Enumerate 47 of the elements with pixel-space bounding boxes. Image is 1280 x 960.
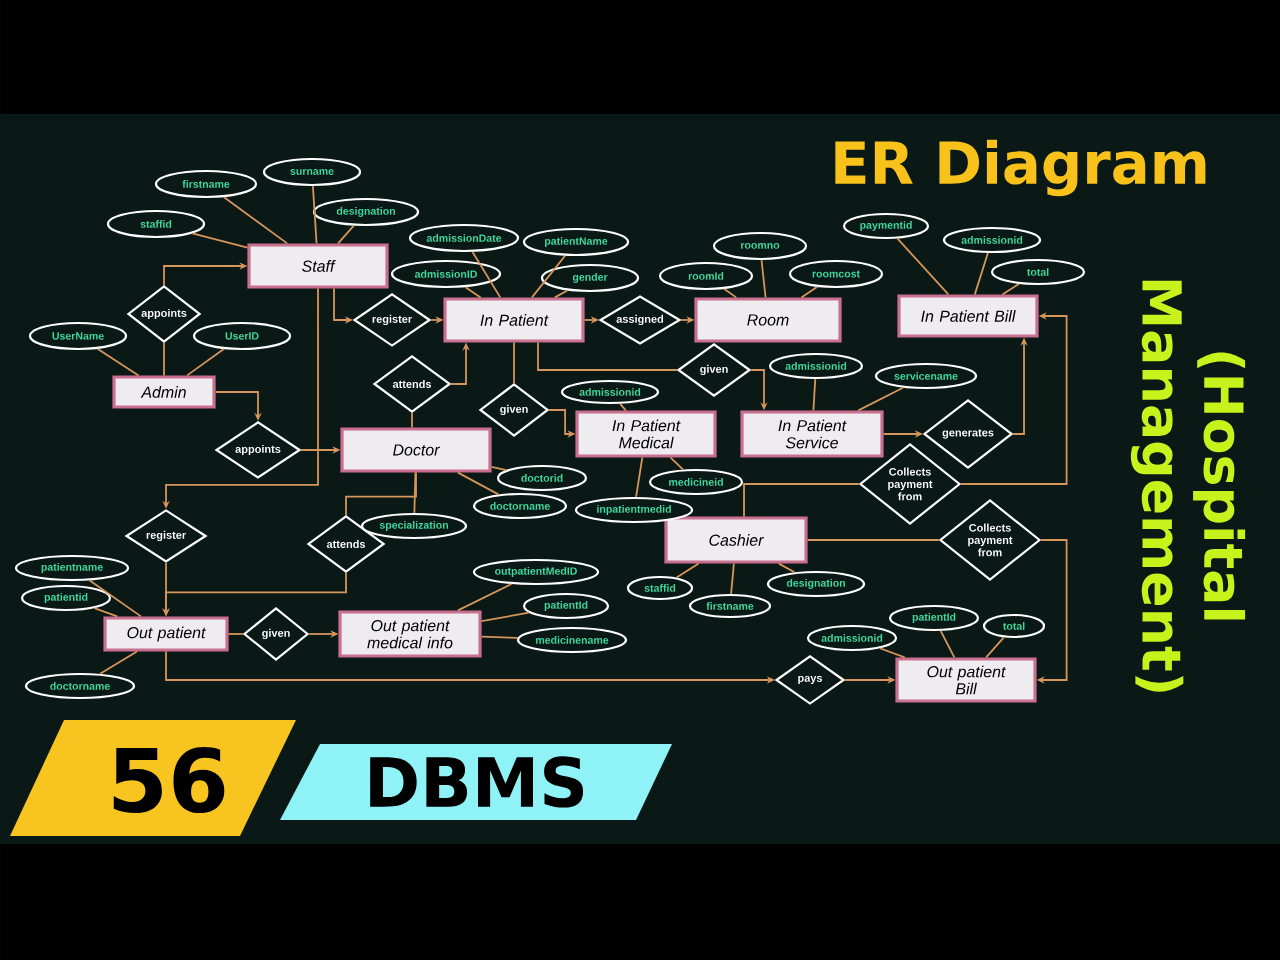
number-banner: 56 bbox=[10, 720, 296, 836]
connector-line bbox=[723, 288, 738, 299]
connector-line bbox=[778, 562, 796, 574]
connector-line bbox=[413, 471, 417, 514]
connector-line bbox=[531, 254, 566, 299]
connector-line bbox=[879, 647, 906, 659]
connector-line bbox=[93, 607, 119, 618]
connector-line bbox=[457, 471, 500, 496]
connector-line bbox=[186, 348, 225, 377]
connector-line bbox=[513, 341, 515, 384]
connector-line bbox=[669, 456, 684, 471]
connector-line bbox=[223, 196, 289, 245]
connector-line bbox=[896, 237, 950, 296]
connector-line bbox=[985, 636, 1005, 659]
connector-line bbox=[191, 232, 249, 249]
connector-line bbox=[939, 630, 956, 659]
connector-line bbox=[480, 635, 519, 639]
connector-line bbox=[88, 579, 142, 618]
connector-line bbox=[730, 562, 735, 595]
connector-line bbox=[471, 251, 502, 299]
connector-line bbox=[490, 465, 508, 471]
connector-line bbox=[1001, 283, 1020, 296]
subtitle: (Hospital Management) bbox=[1130, 280, 1246, 692]
connector-line bbox=[411, 412, 413, 429]
connector-line bbox=[857, 386, 904, 412]
connector-line bbox=[464, 286, 482, 299]
connector-line bbox=[457, 583, 513, 612]
connector-line bbox=[480, 611, 530, 623]
connector-line bbox=[99, 650, 138, 675]
connector-line bbox=[227, 633, 244, 635]
connector-line bbox=[812, 378, 817, 412]
connector-line bbox=[743, 483, 860, 518]
connector-line bbox=[806, 539, 940, 541]
connector-line bbox=[312, 185, 318, 245]
connector-line bbox=[619, 402, 627, 412]
connector-line bbox=[635, 456, 644, 498]
connector-line bbox=[163, 342, 165, 377]
connector-line bbox=[800, 286, 818, 299]
connector-line bbox=[96, 348, 140, 377]
connector-line bbox=[337, 224, 355, 245]
title: ER Diagram bbox=[835, 139, 1206, 197]
connector-line bbox=[345, 471, 417, 516]
connector-line bbox=[973, 252, 989, 296]
connector-line bbox=[675, 562, 700, 579]
connector-line bbox=[760, 259, 767, 299]
connector-line bbox=[537, 341, 678, 371]
connector-line bbox=[554, 289, 569, 299]
